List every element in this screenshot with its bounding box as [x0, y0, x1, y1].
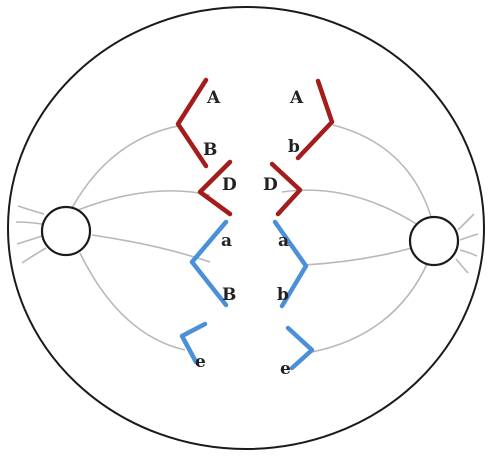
right-red-chromosome-lower	[269, 161, 303, 217]
astral-ray	[21, 247, 47, 264]
blue-chromosomes	[179, 219, 315, 371]
label-left-B-red: B	[203, 140, 217, 160]
spindle-fiber	[91, 234, 211, 263]
left-red-chromosome-lower	[197, 159, 233, 217]
label-right-b-blue: b	[277, 285, 289, 305]
spindle-fiber	[79, 252, 186, 351]
label-right-A: A	[289, 88, 304, 108]
astral-ray	[459, 249, 478, 257]
label-right-b-red: b	[288, 137, 300, 157]
right-blue-chromosome-upper	[272, 219, 309, 309]
left-centrosome	[40, 205, 92, 257]
astral-ray	[457, 213, 475, 231]
spindle-fiber	[311, 261, 429, 353]
astral-ray	[17, 205, 45, 215]
astral-ray	[15, 221, 43, 225]
spindle-fiber	[332, 124, 433, 221]
astral-ray	[455, 258, 469, 274]
spindle-fibers	[15, 124, 479, 353]
cell-membrane	[7, 6, 485, 450]
astral-ray	[459, 233, 479, 241]
spindle-fiber	[281, 189, 419, 226]
label-left-a: a	[221, 231, 232, 251]
label-right-a: a	[278, 231, 289, 251]
left-blue-chromosome-upper	[189, 219, 229, 308]
right-red-chromosome-upper	[295, 78, 335, 161]
right-blue-chromosome-lower	[285, 325, 315, 371]
red-chromosomes	[175, 77, 335, 217]
spindle-fiber	[71, 125, 179, 209]
label-right-e: e	[280, 359, 291, 379]
label-left-B-blue: B	[222, 285, 236, 305]
label-left-e: e	[195, 352, 206, 372]
spindle-fiber	[77, 190, 211, 211]
astral-ray	[16, 235, 43, 245]
label-left-D: D	[222, 175, 237, 195]
spindle-fiber	[303, 247, 413, 266]
label-left-A: A	[206, 88, 221, 108]
left-blue-chromosome-lower	[179, 321, 208, 365]
left-red-chromosome-upper	[175, 77, 209, 169]
label-right-D: D	[263, 175, 278, 195]
right-centrosome	[408, 215, 460, 267]
